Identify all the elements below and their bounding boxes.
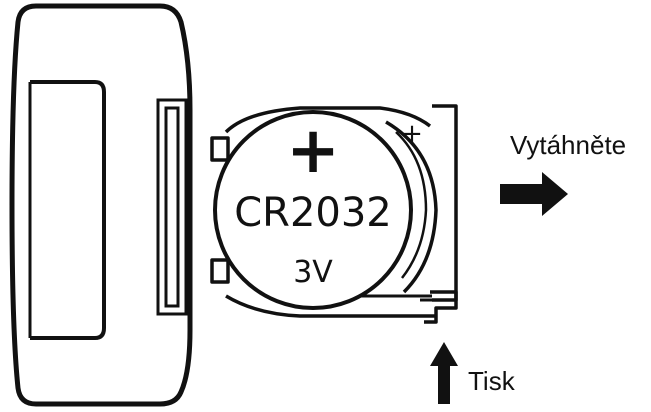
device-housing [9, 3, 193, 407]
battery-model: CR2032 [234, 190, 392, 236]
battery-polarity-symbol: + [286, 114, 340, 188]
holder-polarity-mark: + [401, 119, 423, 149]
battery-slot [156, 98, 188, 316]
device-outer-shell [9, 3, 193, 407]
arrow-right-icon [500, 172, 568, 216]
tray-spring-arc-inner [395, 131, 428, 279]
tray-left-tab-top [210, 136, 230, 162]
pull-out-instruction: Vytáhněte [500, 130, 626, 216]
coin-battery: + CR2032 3V [213, 110, 413, 310]
tray-release-latch [424, 290, 458, 324]
tray-upper-rim [224, 106, 432, 134]
tray-left-tab-bottom [210, 258, 230, 284]
tray-right-wall [432, 104, 458, 302]
tray-spring-arc [385, 120, 438, 294]
arrow-up-icon [430, 342, 458, 404]
battery-tray [210, 104, 458, 324]
battery-voltage: 3V [293, 255, 333, 290]
slot-frame [156, 98, 188, 316]
slot-inner [164, 106, 180, 308]
press-label: Tisk [468, 366, 516, 396]
pull-out-label: Vytáhněte [510, 130, 626, 160]
press-instruction: Tisk [430, 342, 516, 404]
device-inner-panel [30, 80, 106, 340]
battery-body [213, 110, 413, 310]
tray-lower-rim [225, 294, 436, 318]
